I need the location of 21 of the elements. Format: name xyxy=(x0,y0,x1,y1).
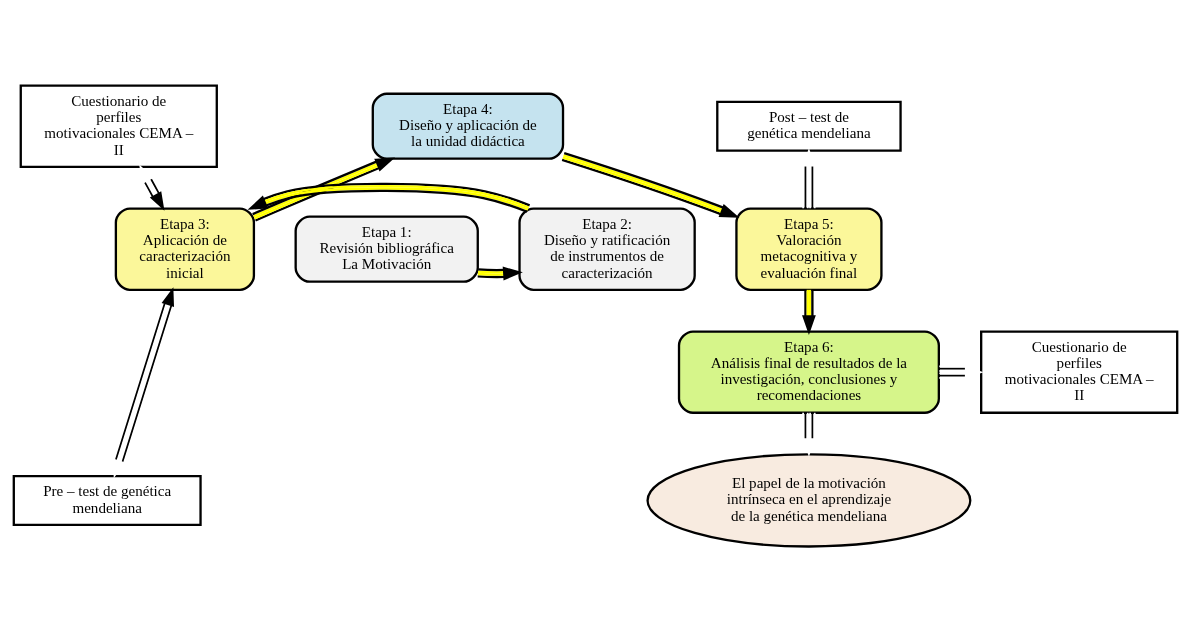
arrow xyxy=(252,157,396,222)
node-box: Etapa 3: Aplicación de caracterización inicial xyxy=(114,207,256,291)
node-box: Etapa 2: Diseño y ratificación de instrumentos de caracterización xyxy=(518,207,696,291)
node-box: Cuestionario de perfiles motivacionales CEMA – II xyxy=(19,84,218,168)
arrow xyxy=(139,164,165,211)
node-box: Cuestionario de perfiles motivacionales CEMA – II xyxy=(980,330,1179,414)
arrow xyxy=(938,365,984,379)
node-box: Pre – test de genética mendeliana xyxy=(12,474,202,526)
arrow xyxy=(802,148,816,210)
arrow xyxy=(247,182,531,213)
node-box: Etapa 4: Diseño y aplicación de la unidad didáctica xyxy=(371,92,565,160)
arrow xyxy=(113,287,175,479)
arrow xyxy=(802,411,816,457)
arrow xyxy=(802,289,816,335)
node-box: Etapa 6: Análisis final de resultados de la investigación, conclusiones y recomendaciones xyxy=(677,330,940,414)
node-box: Post – test de genética mendeliana xyxy=(716,100,902,152)
arrow xyxy=(561,152,740,218)
node-box: Etapa 1: Revisión bibliográfica La Motivación xyxy=(294,215,479,283)
arrow xyxy=(477,266,523,281)
node-ellipse: El papel de la motivación intrínseca en el aprendizaje de la genética mendeliana xyxy=(646,453,972,548)
node-box: Etapa 5: Valoración metacognitiva y evaluación final xyxy=(735,207,883,291)
